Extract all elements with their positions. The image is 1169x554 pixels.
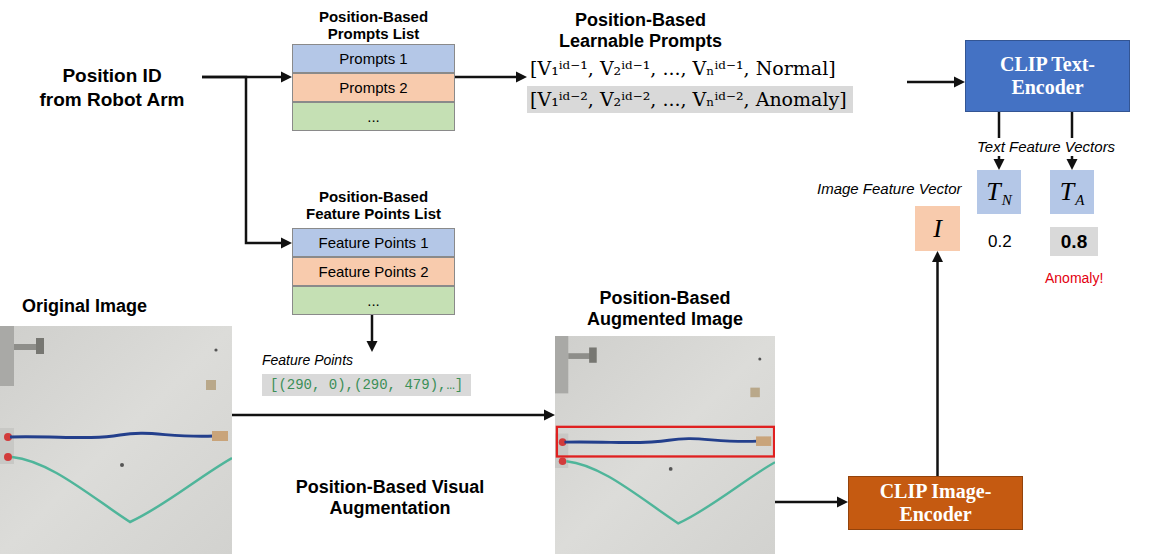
source-label: Position ID from Robot Arm — [22, 62, 202, 114]
roi-box — [557, 427, 774, 457]
list-heading: Position-Based Feature Points List — [292, 188, 455, 222]
connector-line — [371, 315, 374, 344]
group-caption: Text Feature Vectors — [975, 138, 1117, 156]
panel-heading: Original Image — [0, 296, 232, 317]
green-cable — [566, 461, 775, 523]
item-text: ... — [367, 108, 380, 125]
bracket — [36, 338, 44, 354]
peg — [206, 380, 216, 390]
list-item: Prompts 1 — [292, 44, 455, 73]
augmented-photo — [555, 336, 775, 554]
result-flag: Anomaly! — [1045, 270, 1103, 287]
list-item: Feature Points 1 — [292, 228, 455, 257]
prompt-list: Position-Based Prompts ListPrompts 1 Prom… — [292, 8, 455, 131]
image-encoder: CLIP Image-Encoder — [848, 476, 1023, 530]
arrowhead — [932, 251, 943, 262]
list-item: Prompts 2 — [292, 73, 455, 102]
wall — [555, 336, 775, 554]
item-text: Prompts 1 — [339, 50, 407, 67]
connector — [559, 457, 567, 465]
feature-vector: I — [915, 206, 960, 251]
connector — [775, 497, 848, 508]
dot — [669, 467, 673, 471]
connector-line — [455, 76, 519, 79]
image-panel: Position-Based Augmented Image — [555, 288, 775, 554]
item-text: Feature Points 1 — [318, 234, 428, 251]
connector-line — [775, 501, 840, 504]
item-text: Feature Points 2 — [318, 263, 428, 280]
panel-heading: Position-Based Augmented Image — [565, 288, 765, 330]
green-cable — [12, 457, 232, 522]
peg — [212, 431, 228, 441]
original-photo — [0, 326, 232, 554]
dot — [758, 357, 761, 360]
connector-line — [232, 414, 547, 417]
connector-line — [202, 76, 284, 79]
peg — [750, 388, 759, 398]
arrowhead — [954, 77, 965, 88]
arrowhead — [281, 72, 292, 83]
connector — [455, 72, 527, 83]
arrowhead — [1067, 159, 1078, 170]
score-value: 0.2 — [988, 232, 1012, 252]
dot — [120, 463, 124, 467]
prompt-heading: Position-Based Learnable Prompts — [548, 10, 733, 52]
blue-cable — [564, 439, 757, 443]
arrowhead — [544, 410, 555, 421]
dot — [214, 348, 217, 351]
arrowhead — [994, 159, 1005, 170]
connector-line — [202, 77, 284, 243]
fixture — [0, 326, 14, 386]
vector-symbol: T — [986, 177, 1000, 207]
connector — [4, 453, 12, 461]
box-heading: Feature Points — [262, 352, 353, 369]
feature-point-list: Position-Based Feature Points ListFeatur… — [292, 188, 455, 315]
connector — [232, 410, 555, 421]
connector — [907, 77, 965, 88]
connector — [202, 77, 292, 249]
blue-cable — [10, 433, 214, 437]
terminal-block — [0, 428, 14, 464]
connector-line — [936, 259, 939, 476]
connector — [367, 315, 378, 352]
list-heading: Position-Based Prompts List — [292, 8, 455, 42]
text-encoder: CLIP Text-Encoder — [965, 40, 1130, 112]
encoder-name: CLIP Text-Encoder — [974, 53, 1121, 99]
item-text: Prompts 2 — [339, 79, 407, 96]
connector — [202, 72, 292, 83]
vector-symbol: I — [933, 214, 942, 244]
peg — [756, 436, 771, 446]
feature-vector: TN — [977, 170, 1021, 214]
list-item: ... — [292, 102, 455, 131]
feature-points-box: Feature Points [(290, 0),(290, 479),…] — [262, 352, 507, 402]
prompt-normal: [V₁ⁱᵈ⁻¹, V₂ⁱᵈ⁻¹, ..., Vₙⁱᵈ⁻¹, Normal] — [527, 55, 842, 82]
source-text: Position ID from Robot Arm — [22, 64, 202, 112]
item-text: ... — [367, 292, 380, 309]
connector — [932, 251, 943, 476]
arrowhead — [367, 341, 378, 352]
vector-symbol: T — [1060, 177, 1074, 207]
bracket — [589, 347, 597, 362]
point-list: [(290, 0),(290, 479),…] — [262, 374, 471, 396]
connector-line — [907, 81, 957, 84]
score-value: 0.8 — [1061, 231, 1087, 253]
edge-label: Position-Based Visual Augmentation — [295, 477, 485, 519]
arrowhead — [516, 72, 527, 83]
arrowhead — [281, 238, 292, 249]
list-item: Feature Points 2 — [292, 257, 455, 286]
list-item: ... — [292, 286, 455, 315]
group-caption: Image Feature Vector — [815, 180, 964, 198]
feature-vector: TA — [1050, 170, 1094, 214]
prompt-anomaly: [V₁ⁱᵈ⁻², V₂ⁱᵈ⁻², ..., Vₙⁱᵈ⁻², Anomaly] — [527, 86, 853, 113]
encoder-name: CLIP Image-Encoder — [857, 480, 1014, 526]
score-box: 0.8 — [1050, 227, 1098, 256]
vector-subscript: N — [1002, 192, 1012, 209]
vector-subscript: A — [1075, 192, 1084, 209]
image-panel: Original Image — [0, 296, 232, 554]
wall — [0, 326, 232, 554]
learnable-prompts: Position-Based Learnable Prompts [V₁ⁱᵈ⁻¹,… — [527, 10, 907, 118]
fixture — [555, 336, 568, 393]
arrowhead — [837, 497, 848, 508]
